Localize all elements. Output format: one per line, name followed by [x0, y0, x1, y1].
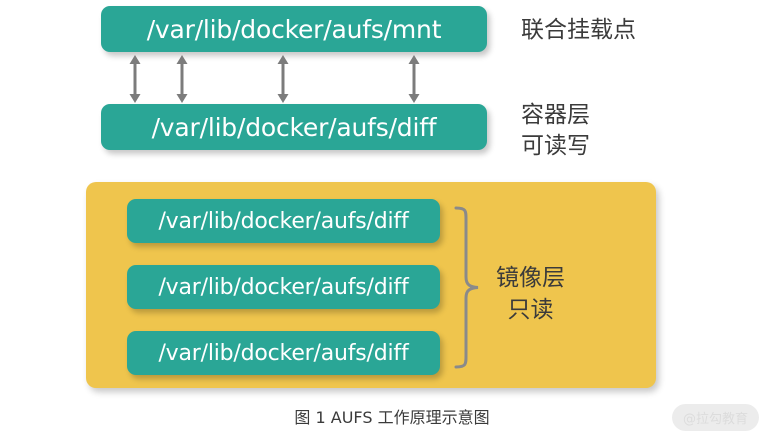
mount-point-label: /var/lib/docker/aufs/mnt: [146, 14, 442, 44]
container-layer-annotation: 容器层 可读写: [521, 102, 590, 159]
image-layer-label-2: /var/lib/docker/aufs/diff: [158, 274, 409, 300]
arrow-mount-to-container-1: [128, 55, 142, 103]
mount-point-box: /var/lib/docker/aufs/mnt: [101, 6, 487, 52]
image-layer-annotation: 镜像层 只读: [496, 265, 565, 323]
container-layer-box: /var/lib/docker/aufs/diff: [101, 104, 487, 150]
watermark: @拉勾教育: [672, 404, 760, 431]
arrow-mount-to-container-2: [175, 55, 189, 103]
arrow-mount-to-container-3: [276, 55, 290, 103]
curly-brace-icon: [452, 205, 486, 370]
image-layer-box-3: /var/lib/docker/aufs/diff: [127, 331, 440, 375]
mount-point-annotation: 联合挂载点: [521, 17, 636, 43]
container-layer-label: /var/lib/docker/aufs/diff: [151, 112, 437, 142]
image-layer-label-1: /var/lib/docker/aufs/diff: [158, 208, 409, 234]
image-layer-box-2: /var/lib/docker/aufs/diff: [127, 265, 440, 309]
arrow-mount-to-container-4: [407, 55, 421, 103]
figure-caption: 图 1 AUFS 工作原理示意图: [294, 408, 490, 427]
image-layer-box-1: /var/lib/docker/aufs/diff: [127, 199, 440, 243]
image-layer-label-3: /var/lib/docker/aufs/diff: [158, 340, 409, 366]
